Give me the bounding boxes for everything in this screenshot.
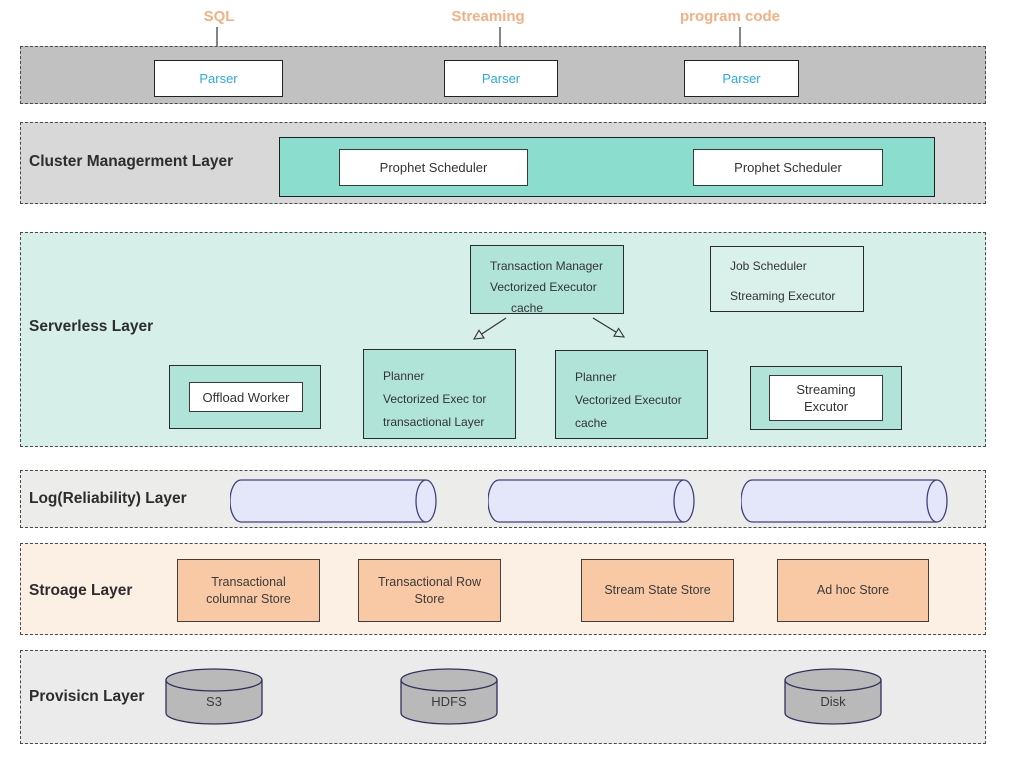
database-cylinder-icon (400, 668, 498, 725)
offload-worker-container: Offload Worker (169, 365, 321, 429)
cluster-management-band: Cluster Managerment Layer Prophet Schedu… (20, 122, 986, 204)
store-box-transactional-row: Transactional Row Store (358, 559, 501, 622)
transaction-manager-line2: Vectorized Executor (490, 280, 597, 294)
transaction-manager-line1: Transaction Manager (490, 259, 603, 273)
cluster-scheduler-container: Prophet Scheduler Prophet Scheduler (279, 137, 935, 197)
parser-label: Parser (199, 71, 238, 86)
log-cylinder-1-icon (230, 479, 437, 523)
database-cylinder-icon (165, 668, 263, 725)
disk-label-hdfs: HDFS (431, 693, 467, 709)
transaction-to-planner-arrows-icon (472, 317, 626, 340)
store-label: Stream State Store (604, 583, 711, 597)
prophet-scheduler-box-1: Prophet Scheduler (339, 149, 528, 186)
log-cylinder-2-icon (488, 479, 695, 523)
streaming-executor-container: Streaming Excutor (750, 366, 902, 430)
parser-box-streaming: Parser (444, 60, 558, 97)
transaction-manager-box: Transaction Manager Vectorized Executor … (470, 245, 624, 315)
disk-label-disk: Disk (820, 693, 846, 709)
disk-cylinder-s3: S3 (165, 668, 263, 726)
store-label: Transactional Row Store (377, 574, 482, 606)
planner-left-line1: Planner (383, 369, 425, 383)
storage-band: Stroage Layer Transactional columnar Sto… (20, 543, 986, 635)
parser-label: Parser (722, 71, 761, 86)
provision-layer-title: Provisicn Layer (29, 688, 145, 705)
parser-box-sql: Parser (154, 60, 283, 97)
database-cylinder-icon (784, 668, 882, 725)
store-label: Ad hoc Store (816, 583, 890, 597)
store-label: Transactional columnar Store (206, 574, 291, 606)
streaming-executor-label: Streaming Excutor (796, 382, 856, 414)
offload-worker-box: Offload Worker (189, 382, 303, 412)
log-reliability-band: Log(Reliability) Layer (20, 470, 986, 528)
disk-cylinder-hdfs: HDFS (400, 668, 498, 726)
prophet-scheduler-label: Prophet Scheduler (734, 160, 842, 175)
planner-left-line2: Vectorized Exec tor (383, 392, 487, 406)
storage-layer-title: Stroage Layer (29, 582, 133, 599)
job-scheduler-box: Job Scheduler Streaming Executor (710, 246, 864, 312)
log-cylinder-3-icon (741, 479, 948, 523)
offload-worker-label: Offload Worker (202, 389, 290, 405)
serverless-layer-title: Serverless Layer (29, 318, 154, 335)
planner-right-line3: cache (575, 416, 608, 430)
job-scheduler-line1: Job Scheduler (730, 259, 807, 273)
log-layer-title: Log(Reliability) Layer (29, 490, 187, 507)
input-label-sql: SQL (203, 8, 235, 25)
store-box-ad-hoc: Ad hoc Store (777, 559, 929, 622)
planner-left-line3: transactional Layer (383, 415, 485, 429)
prophet-scheduler-label: Prophet Scheduler (379, 160, 488, 175)
job-scheduler-line2: Streaming Executor (730, 289, 836, 303)
parser-label: Parser (481, 71, 521, 86)
provision-band: Provisicn Layer S3 HDFS Disk (20, 650, 986, 744)
input-label-program-code: program code (679, 8, 781, 25)
store-box-transactional-columnar: Transactional columnar Store (177, 559, 320, 622)
prophet-scheduler-box-2: Prophet Scheduler (693, 149, 883, 186)
streaming-executor-box: Streaming Excutor (769, 375, 883, 421)
disk-label-s3: S3 (206, 693, 222, 709)
planner-left-box: Planner Vectorized Exec tor transactiona… (363, 349, 516, 439)
input-label-streaming: Streaming (451, 8, 525, 25)
planner-right-line2: Vectorized Executor (575, 393, 682, 407)
planner-right-line1: Planner (575, 370, 617, 384)
planner-right-box: Planner Vectorized Executor cache (555, 350, 708, 439)
parser-box-program-code: Parser (684, 60, 799, 97)
disk-cylinder-disk: Disk (784, 668, 882, 726)
transaction-manager-line3: cache (511, 301, 544, 315)
cluster-layer-title: Cluster Managerment Layer (29, 153, 234, 170)
store-box-stream-state: Stream State Store (581, 559, 734, 622)
parser-band: Parser Parser Parser (20, 46, 986, 104)
serverless-band: Serverless Layer Transaction Manager Vec… (20, 232, 986, 447)
